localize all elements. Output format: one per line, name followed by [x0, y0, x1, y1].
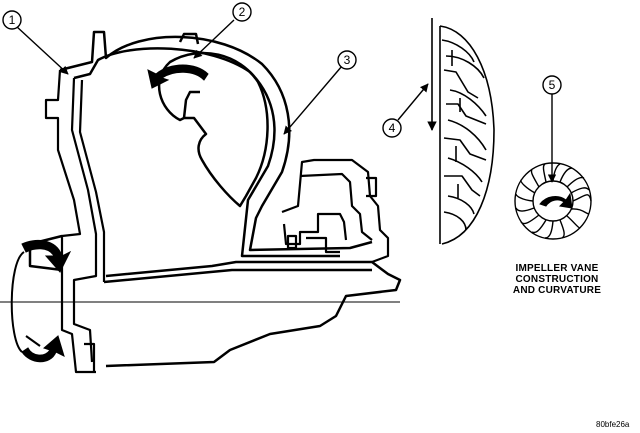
stator-notch	[182, 90, 200, 119]
rotation-arrow-upper	[21, 239, 72, 273]
flow-arrow-top	[147, 64, 209, 89]
caption-line-2: CONSTRUCTION	[515, 274, 599, 285]
base-shell	[105, 260, 402, 368]
turbine-torus	[158, 51, 269, 208]
hub-block-lower	[306, 236, 340, 254]
hub-outer-plate	[44, 69, 96, 374]
housing-inner-wall	[73, 47, 340, 258]
svg-text:2: 2	[239, 5, 246, 19]
hub-assembly	[44, 69, 106, 374]
callout-4: 4	[382, 118, 402, 138]
figure-id: 80bfe26a	[596, 420, 630, 429]
impeller-vane-profile	[439, 25, 495, 245]
hub-block-bolt	[366, 176, 378, 198]
impeller-rotation-arrow	[539, 192, 573, 209]
caption-line-3: AND CURVATURE	[512, 285, 602, 296]
hub-block-step	[299, 172, 373, 241]
leader-2	[193, 19, 235, 59]
base-outline	[28, 234, 63, 272]
hub-block-seal	[286, 234, 298, 250]
hub-boss	[84, 342, 96, 372]
hub-block-inner	[282, 212, 348, 246]
leader-1	[15, 25, 69, 75]
rotation-arrow-lower	[21, 335, 65, 363]
impeller-caption: IMPELLER VANE CONSTRUCTION AND CURVATURE	[488, 263, 626, 296]
vane-profile-outline	[439, 25, 495, 245]
caption-line-1: IMPELLER VANE	[515, 263, 599, 274]
housing-top-fin	[178, 32, 200, 45]
rotation-loop-left	[10, 251, 25, 353]
callout-2: 2	[232, 2, 252, 22]
housing-outer-profile	[59, 30, 373, 252]
callout-1: 1	[2, 10, 22, 30]
hub-inner-plate	[70, 77, 98, 363]
svg-text:4: 4	[389, 121, 396, 135]
rotation-arrow-tail	[25, 335, 41, 347]
svg-text:3: 3	[344, 53, 351, 67]
svg-text:1: 1	[9, 13, 16, 27]
converter-base	[28, 234, 402, 368]
leader-4	[397, 83, 429, 121]
turbine-section	[158, 51, 269, 208]
hub-block-outline	[281, 158, 390, 264]
leader-3	[283, 65, 343, 135]
callout-3: 3	[337, 50, 357, 70]
callout-5: 5	[542, 75, 562, 95]
hub-center-plate	[78, 79, 106, 282]
impeller-wheel	[514, 162, 592, 240]
base-inner-line	[103, 268, 372, 284]
svg-text:5: 5	[549, 78, 556, 92]
impeller-hub-block	[281, 158, 390, 264]
converter-housing	[59, 30, 373, 258]
